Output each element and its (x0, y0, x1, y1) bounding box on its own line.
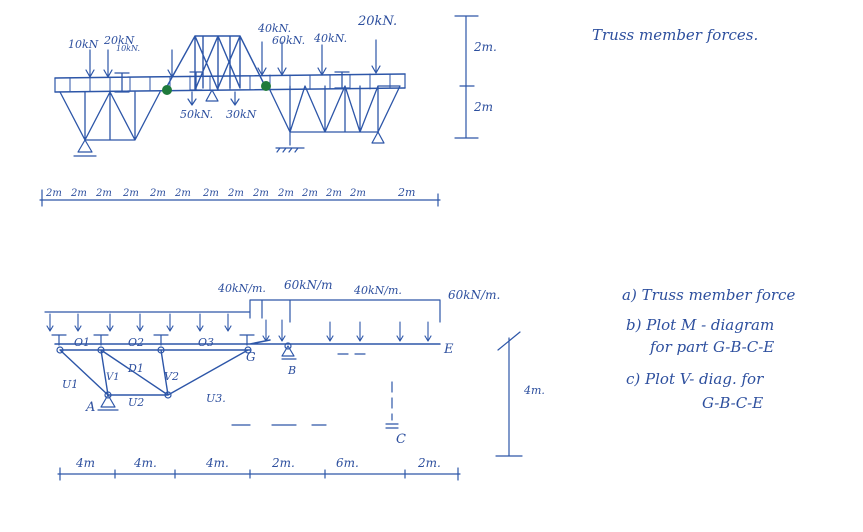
span-label: 2m (123, 188, 139, 199)
load-label: 60kN. (272, 34, 306, 47)
height-label: 2m. (474, 40, 497, 54)
node-label: C (396, 432, 406, 447)
top-title: Truss member forces. (592, 26, 759, 44)
node-label: B (288, 364, 297, 377)
task-line: for part G-B-C-E (650, 338, 775, 356)
load-label: 40kN. (258, 22, 292, 35)
member-label: U2 (128, 396, 145, 409)
span-label: 2m (398, 186, 416, 199)
load-label: 10kN. (116, 44, 141, 53)
dist-load-label: 40kN/m. (354, 284, 402, 297)
dist-load-label: 60kN/m (284, 278, 333, 292)
load-label: 20kN (104, 34, 135, 47)
member-label: D1 (128, 362, 144, 375)
task-line: c) Plot V- diag. for (626, 370, 764, 388)
dist-load-label: 40kN/m. (218, 282, 266, 295)
span-label: 6m. (336, 456, 359, 470)
span-label: 2m (302, 188, 318, 199)
span-label: 2m (253, 188, 269, 199)
span-label: 2m (278, 188, 294, 199)
span-label: 2m (71, 188, 87, 199)
load-label: 20kN. (358, 14, 398, 29)
span-label: 4m. (206, 456, 229, 470)
node-label: G (246, 350, 256, 364)
span-label: 2m. (418, 456, 441, 470)
member-label: O3 (198, 336, 215, 349)
span-label: 2m (326, 188, 342, 199)
member-label: O2 (128, 336, 145, 349)
member-label: V1 (106, 372, 120, 383)
span-label: 4m (76, 456, 96, 470)
member-label: U3. (206, 392, 226, 405)
load-label: 40kN. (314, 32, 348, 45)
bottom-truss (44, 299, 523, 481)
height-label: 4m. (524, 384, 545, 397)
task-line: G-B-C-E (702, 394, 764, 412)
task-line: a) Truss member force (622, 286, 796, 304)
height-label: 2m (474, 100, 494, 114)
span-label: 2m (350, 188, 366, 199)
span-label: 2m (150, 188, 166, 199)
task-line: b) Plot M - diagram (626, 316, 775, 334)
hinge-right (261, 81, 271, 91)
load-label: 50kN. (180, 108, 214, 121)
dist-load-label: 60kN/m. (448, 288, 501, 302)
span-label: 2m. (272, 456, 295, 470)
span-label: 2m (96, 188, 112, 199)
span-label: 2m (175, 188, 191, 199)
member-label: O1 (74, 336, 91, 349)
member-label: V2 (164, 370, 179, 383)
load-label: 10kN (68, 38, 99, 51)
node-label: E (444, 342, 454, 357)
top-truss (39, 15, 479, 207)
node-label: A (86, 400, 96, 415)
span-label: 2m (203, 188, 219, 199)
span-label: 2m (228, 188, 244, 199)
member-label: U1 (62, 378, 79, 391)
span-label: 4m. (134, 456, 157, 470)
hinge-left (162, 85, 172, 95)
span-label: 2m (46, 188, 62, 199)
load-label: 30kN (226, 108, 257, 121)
